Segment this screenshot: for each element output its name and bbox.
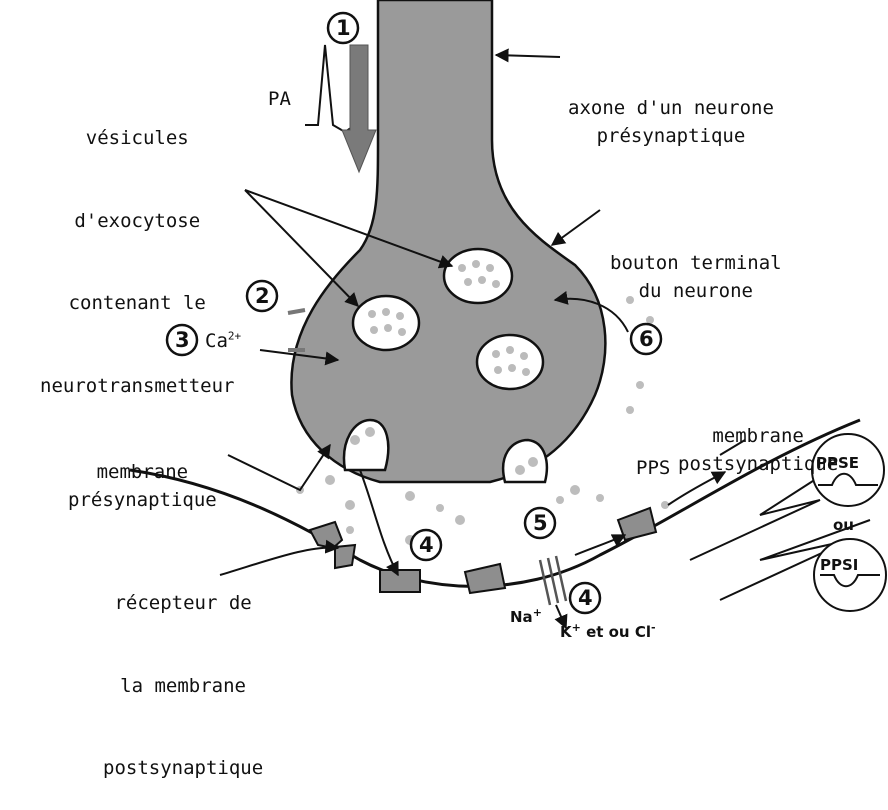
receptor	[310, 522, 342, 548]
signal-arrow	[342, 45, 376, 172]
step-5-label: 5	[533, 508, 548, 538]
vesicles-label: vésicules d'exocytose contenant le neuro…	[40, 70, 234, 428]
receptor	[380, 570, 420, 592]
action-potential-trace	[305, 45, 355, 132]
vesicle	[444, 249, 512, 303]
vesicle	[353, 296, 419, 350]
pa-label: PA	[268, 86, 291, 114]
receptor	[335, 545, 355, 568]
ppsi-label: PPSI	[820, 555, 858, 577]
ppse-label: PPSE	[816, 453, 859, 475]
receptor	[465, 564, 505, 593]
k-cl-label: K+ et ou Cl-	[560, 620, 656, 644]
vesicle	[477, 335, 543, 389]
step-1-label: 1	[336, 13, 351, 43]
step-4b-label: 4	[578, 583, 593, 613]
step-4-label: 4	[419, 530, 434, 560]
na-label: Na+	[510, 605, 542, 629]
ou-label: ou	[833, 515, 854, 537]
receptor-label: récepteur de la membrane postsynaptique	[103, 535, 263, 810]
step-2-label: 2	[255, 281, 270, 311]
synapse-diagram: 1 2 3 4 5 6 4 PA Ca2+ axone d'un neurone…	[0, 0, 888, 641]
pps-label: PPS	[636, 455, 670, 483]
